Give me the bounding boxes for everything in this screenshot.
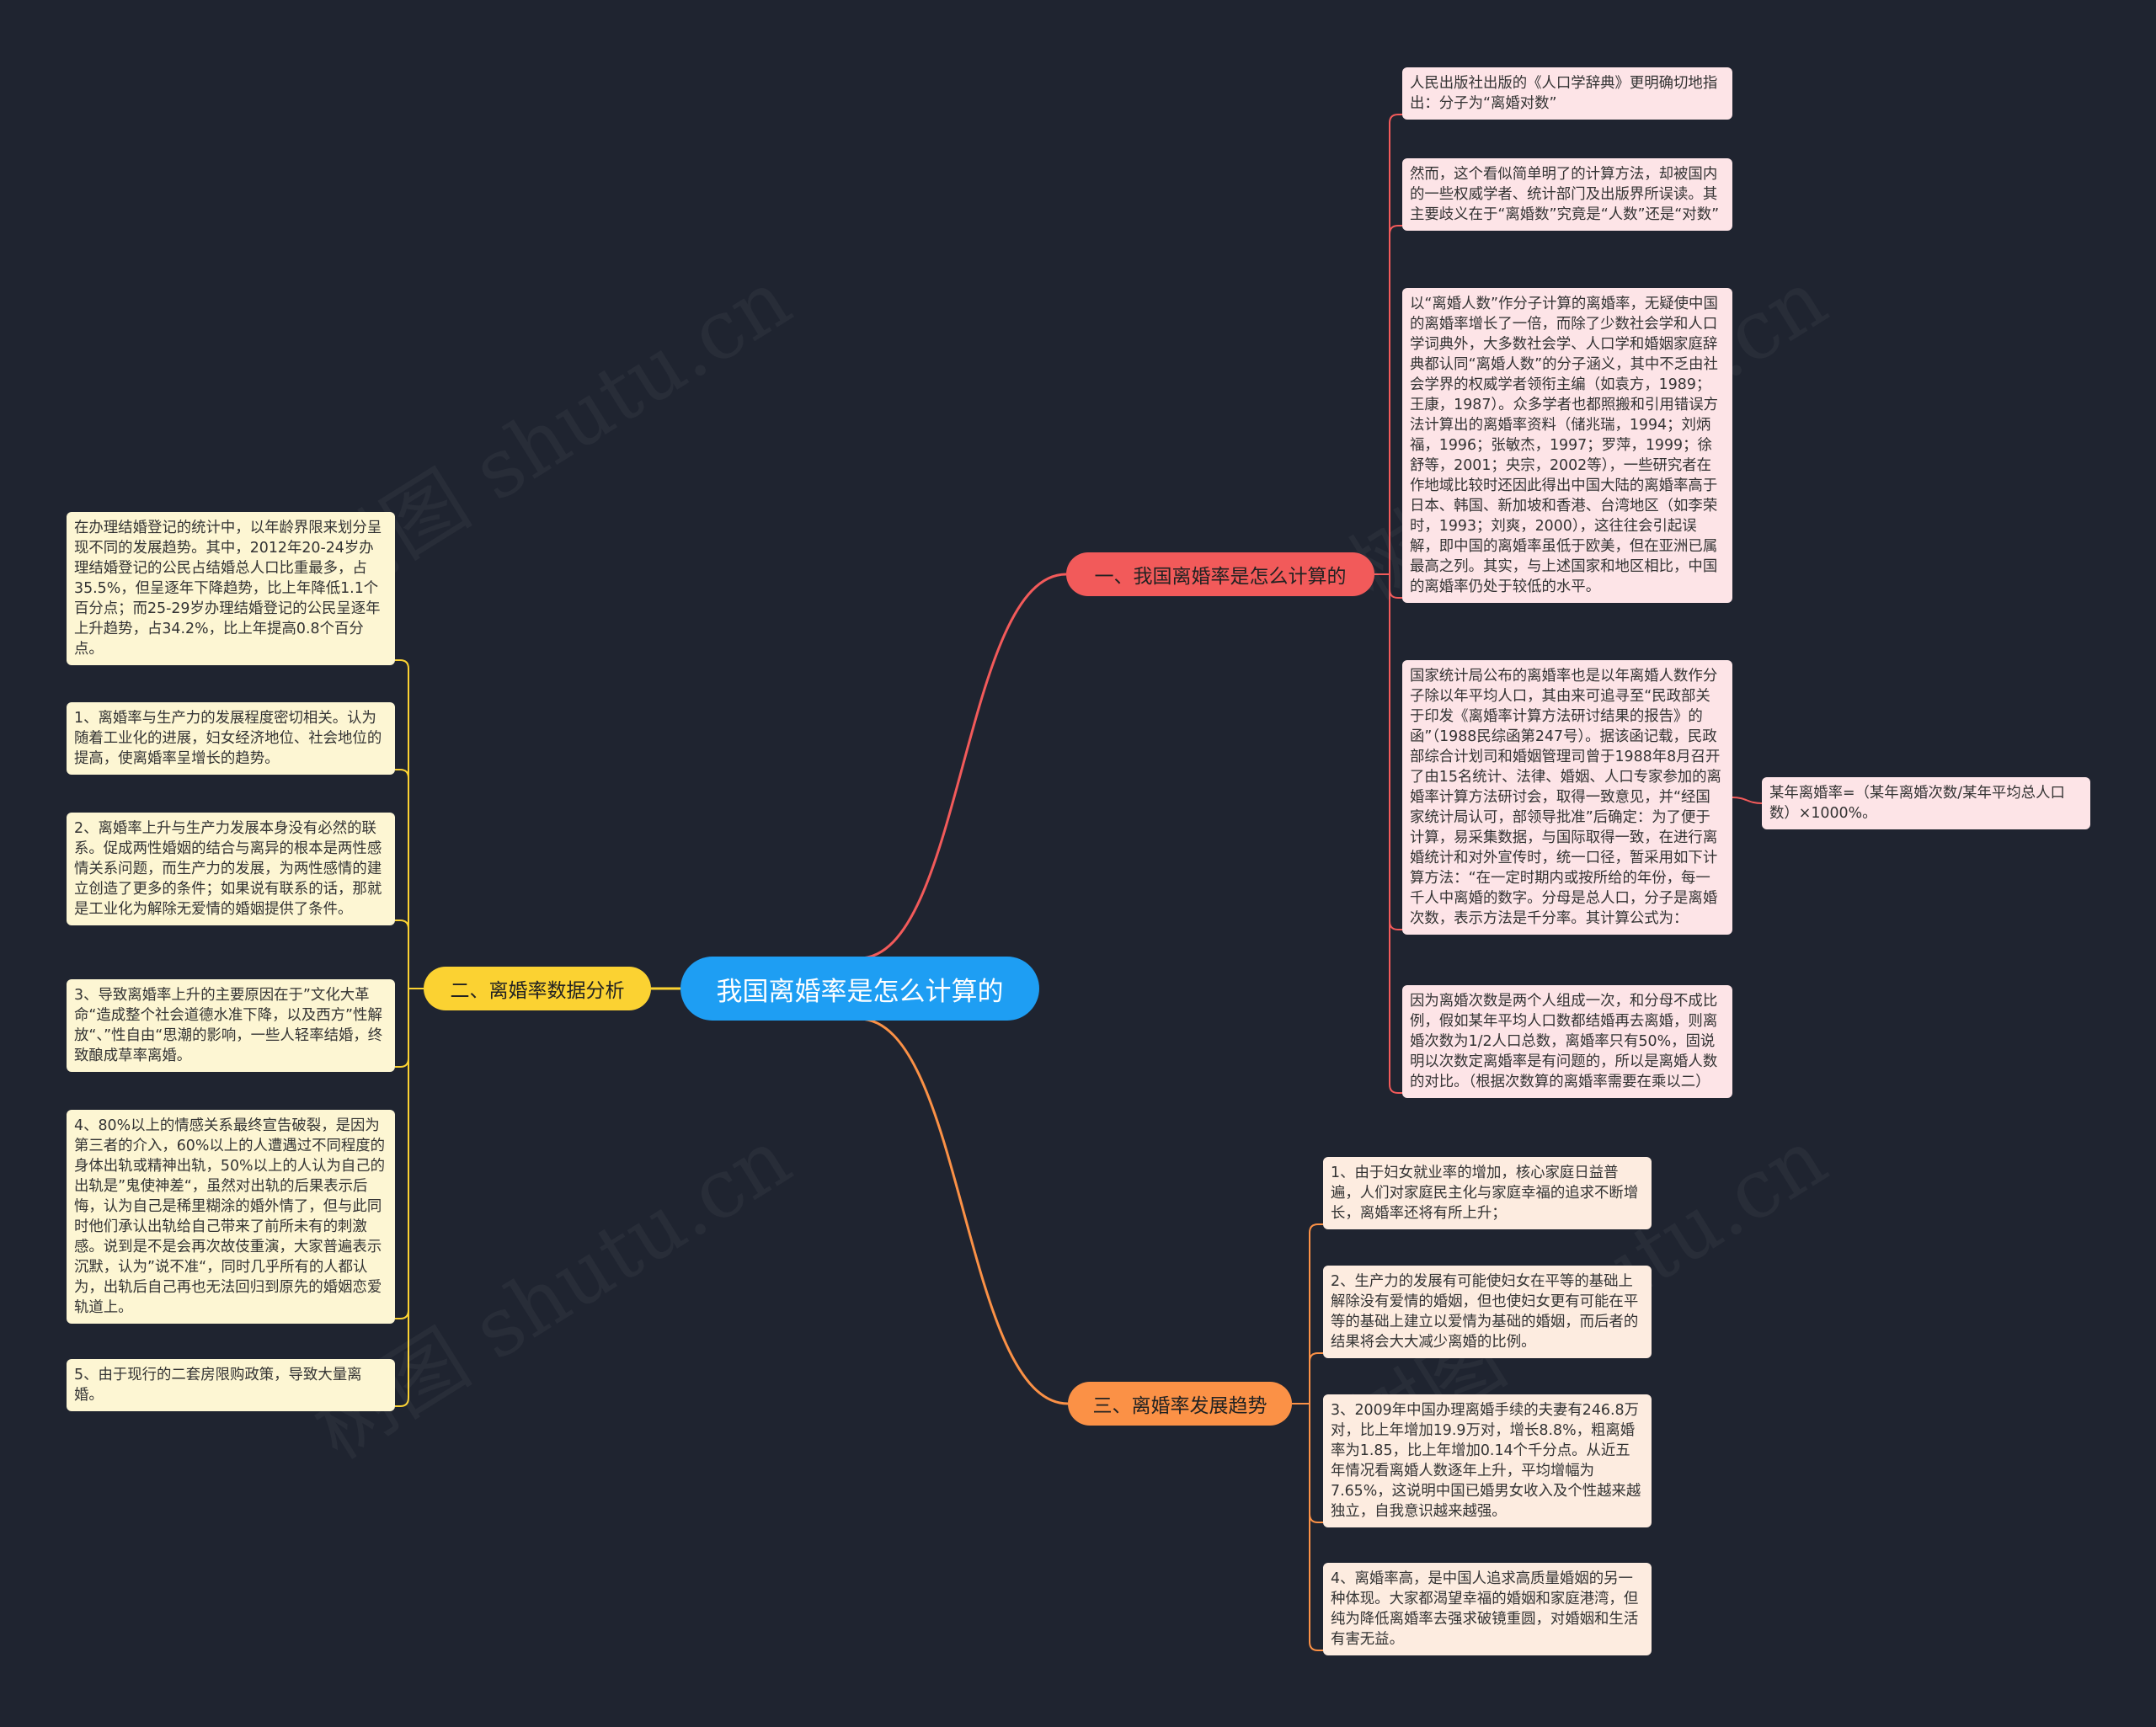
connector-line [1309,1223,1323,1404]
analysis-note-4[interactable]: 3、导致离婚率上升的主要原因在于”文化大革命“造成整个社会道德水准下降，以及西方… [67,979,395,1072]
branch-trend[interactable]: 三、离婚率发展趋势 [1068,1382,1292,1426]
branch-calculation[interactable]: 一、我国离婚率是怎么计算的 [1066,552,1374,596]
trend-note-4[interactable]: 4、离婚率高，是中国人追求高质量婚姻的另一种体现。大家都渴望幸福的婚姻和家庭港湾… [1323,1563,1652,1655]
connector-line [1389,114,1402,574]
connector-line [1309,1404,1323,1523]
calc-note-2[interactable]: 然而，这个看似简单明了的计算方法，却被国内的一些权威学者、统计部门及出版界所误读… [1402,158,1732,231]
analysis-note-1[interactable]: 在办理结婚登记的统计中，以年龄界限来划分呈现不同的发展趋势。其中，2012年20… [67,512,395,665]
analysis-note-5[interactable]: 4、80%以上的情感关系最终宣告破裂，是因为第三者的介入，60%以上的人遭遇过不… [67,1110,395,1324]
connector-line [395,989,409,1319]
connector-line [395,659,409,989]
connector-line [395,769,409,989]
calc-note-5[interactable]: 因为离婚次数是两个人组成一次，和分母不成比例，假如某年平均人口数都结婚再去离婚，… [1402,985,1732,1098]
trend-note-1[interactable]: 1、由于妇女就业率的增加，核心家庭日益普遍，人们对家庭民主化与家庭幸福的追求不断… [1323,1157,1652,1229]
formula-note[interactable]: 某年离婚率=（某年离婚次数/某年平均总人口数）×1000%。 [1762,777,2090,829]
connector-line [1309,1404,1323,1651]
connector-line [858,1017,1069,1405]
calc-note-1[interactable]: 人民出版社出版的《人口学辞典》更明确切地指出：分子为“离婚对数” [1402,67,1732,120]
connector-line [395,989,409,1407]
calc-note-4[interactable]: 国家统计局公布的离婚率也是以年离婚人数作分子除以年平均人口，其由来可追寻至“民政… [1402,660,1732,935]
root-topic[interactable]: 我国离婚率是怎么计算的 [680,957,1039,1021]
analysis-note-2[interactable]: 1、离婚率与生产力的发展程度密切相关。认为随着工业化的进展，妇女经济地位、社会地… [67,702,395,775]
connector-line [395,919,409,989]
analysis-note-6[interactable]: 5、由于现行的二套房限购政策，导致大量离婚。 [67,1359,395,1411]
connector-line [1732,797,1763,804]
connector-line [1389,225,1402,574]
connector-line [395,989,409,1068]
connector-line [1389,574,1402,1094]
calc-note-3[interactable]: 以“离婚人数”作分子计算的离婚率，无疑使中国的离婚率增长了一倍，而除了少数社会学… [1402,288,1732,603]
trend-note-2[interactable]: 2、生产力的发展有可能使妇女在平等的基础上解除没有爱情的婚姻，但也使妇女更有可能… [1323,1266,1652,1358]
branch-data-analysis[interactable]: 二、离婚率数据分析 [424,967,651,1010]
connector-line [1309,1352,1323,1404]
trend-note-3[interactable]: 3、2009年中国办理离婚手续的夫妻有246.8万对，比上年增加19.9万对，增… [1323,1394,1652,1527]
connector-line [858,573,1067,960]
analysis-note-3[interactable]: 2、离婚率上升与生产力发展本身没有必然的联系。促成两性婚姻的结合与离异的根本是两… [67,813,395,925]
connector-line [1389,574,1402,599]
connector-line [1389,574,1402,930]
